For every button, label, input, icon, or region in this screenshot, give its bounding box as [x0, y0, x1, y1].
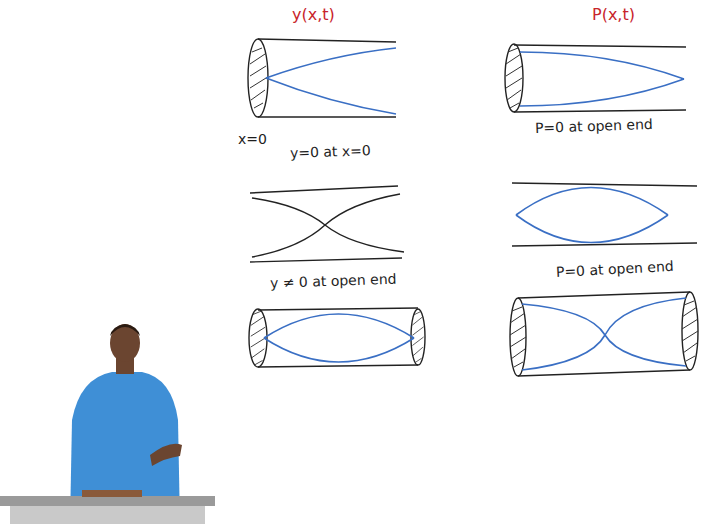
boundary-note: y=0 at x=0	[290, 143, 371, 161]
open-pipe	[512, 183, 697, 246]
lecturer	[0, 324, 215, 524]
boundary-note: P=0 at open end	[535, 117, 653, 136]
open-pipe	[250, 186, 404, 262]
column-heading: y(x,t)	[292, 6, 335, 24]
boundary-note: P=0 at open end	[556, 259, 674, 281]
closed-pipe	[510, 292, 698, 376]
closed-open-pipe	[505, 44, 686, 112]
boundary-note: y ≠ 0 at open end	[270, 272, 397, 292]
column-heading: P(x,t)	[592, 6, 635, 24]
position-label: x=0	[238, 132, 267, 147]
closed-pipe	[249, 308, 425, 367]
closed-open-pipe	[248, 39, 396, 117]
